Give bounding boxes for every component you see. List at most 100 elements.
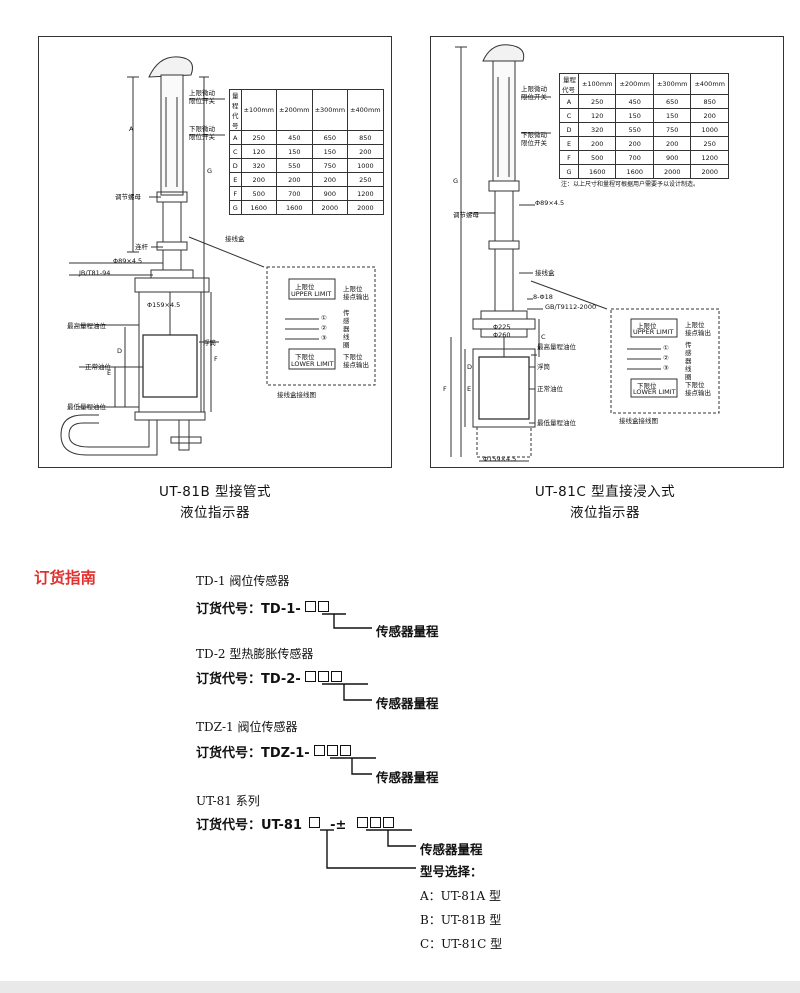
right-caption-line1: UT-81C 型直接浸入式 bbox=[534, 484, 676, 500]
label-dim-f: F bbox=[214, 355, 218, 363]
table-col-header: ±400mm bbox=[690, 73, 729, 95]
left-caption-line1: UT-81B 型接管式 bbox=[159, 484, 271, 500]
label-rod: 连杆 bbox=[135, 243, 148, 251]
wiring-lower-en: LOWER LIMIT bbox=[291, 360, 334, 368]
wiring-n1: ① bbox=[321, 314, 327, 322]
left-diagram-drawing bbox=[60, 56, 376, 456]
label-max-level: 最高量程油位 bbox=[537, 343, 576, 351]
wiring-n2: ② bbox=[663, 354, 669, 362]
tdz1-name: TDZ-1 阀位传感器 bbox=[196, 720, 298, 734]
code-box bbox=[369, 817, 381, 828]
label-dim-c: C bbox=[541, 333, 546, 341]
code-box bbox=[305, 671, 317, 682]
ut81-desc: 传感器量程 bbox=[420, 842, 483, 857]
label-upper-switch: 上限微动 限位开关 bbox=[521, 85, 547, 101]
label-dim-e: E bbox=[467, 385, 472, 393]
table-col-header: ±300mm bbox=[652, 73, 692, 95]
code-box bbox=[356, 817, 368, 828]
wiring-upper-cn: 上限位 bbox=[637, 322, 657, 330]
code-box bbox=[331, 671, 343, 682]
label-normal-level: 正常油位 bbox=[537, 385, 563, 393]
code-box bbox=[327, 745, 339, 756]
label-standard: JB/T81-94 bbox=[79, 269, 111, 277]
label-adjust-nut: 调节螺母 bbox=[115, 193, 141, 201]
code-box bbox=[340, 745, 352, 756]
wiring-upper-en: UPPER LIMIT bbox=[291, 290, 332, 298]
td2-desc: 传感器量程 bbox=[376, 696, 439, 711]
wiring-n3: ③ bbox=[663, 364, 669, 372]
wiring-title: 接线盒接线图 bbox=[619, 417, 658, 425]
label-dim-g: G bbox=[207, 167, 213, 175]
table-col-header: ±100mm bbox=[577, 73, 617, 95]
label-dim-d: D bbox=[467, 363, 473, 371]
td2-code: 订货代号：TD-2- bbox=[196, 668, 344, 687]
wiring-lower-cn: 下限位 bbox=[637, 382, 657, 390]
label-dim-f: F bbox=[443, 385, 447, 393]
code-box bbox=[318, 601, 330, 612]
wiring-lower-en: LOWER LIMIT bbox=[633, 388, 676, 396]
code-box bbox=[308, 817, 320, 828]
right-diagram-drawing bbox=[450, 44, 720, 462]
label-pipe2: Φ159×4.5 bbox=[147, 301, 181, 309]
table-corner-header: 量程 代号 bbox=[229, 89, 242, 131]
right-caption: UT-81C 型直接浸入式 液位指示器 bbox=[500, 482, 710, 524]
right-caption-line2: 液位指示器 bbox=[570, 505, 640, 521]
wiring-coil: 传感器线圈 bbox=[685, 341, 692, 381]
td1-name: TD-1 阀位传感器 bbox=[196, 574, 290, 588]
wiring-upper-en: UPPER LIMIT bbox=[633, 328, 674, 336]
tdz1-desc: 传感器量程 bbox=[376, 770, 439, 785]
table-col-header: ±300mm bbox=[311, 89, 349, 131]
label-junction-box: 接线盒 bbox=[535, 269, 555, 277]
label-normal-level: 正常油位 bbox=[85, 363, 111, 371]
label-min-level: 最低量程油位 bbox=[537, 419, 576, 427]
label-max-level: 最高量程油位 bbox=[67, 322, 106, 330]
code-box bbox=[382, 817, 394, 828]
wiring-lower-cn: 下限位 bbox=[295, 353, 315, 361]
td2-name: TD-2 型热膨胀传感器 bbox=[196, 647, 314, 661]
tdz1-code: 订货代号：TDZ-1- bbox=[196, 742, 353, 761]
ut81-type-title: 型号选择： bbox=[420, 864, 483, 879]
label-upper-switch: 上限微动 限位开关 bbox=[189, 89, 215, 105]
bottom-band bbox=[0, 981, 800, 993]
ut81-option-a: A：UT-81A 型 bbox=[420, 889, 502, 903]
wiring-upper-out: 上限位 接点输出 bbox=[343, 285, 369, 301]
label-pipe2: Φ159×4.5 bbox=[483, 455, 517, 463]
wiring-title: 接线盒接线图 bbox=[277, 391, 316, 399]
code-box bbox=[314, 745, 326, 756]
wiring-n1: ① bbox=[663, 344, 669, 352]
wiring-n2: ② bbox=[321, 324, 327, 332]
label-float: 浮筒 bbox=[203, 339, 216, 347]
table-col-header: ±200mm bbox=[276, 89, 313, 131]
code-box bbox=[318, 671, 330, 682]
label-dim-a: A bbox=[129, 125, 134, 133]
label-lower-switch: 下限微动 限位开关 bbox=[521, 131, 547, 147]
label-pipe: Φ89×4.5 bbox=[113, 257, 143, 265]
wiring-upper-out: 上限位 接点输出 bbox=[685, 321, 711, 337]
label-d225: Φ225 bbox=[493, 323, 511, 331]
label-float: 浮筒 bbox=[537, 363, 550, 371]
ordering-title: 订货指南 bbox=[34, 569, 97, 587]
label-d260: Φ260 bbox=[493, 331, 511, 339]
wiring-lower-out: 下限位 接点输出 bbox=[685, 381, 711, 397]
label-dim-d: D bbox=[117, 347, 123, 355]
table-col-header: ±100mm bbox=[240, 89, 278, 131]
table-note: 注：以上尺寸和量程可根据用户需要予以设计制造。 bbox=[561, 181, 700, 188]
wiring-upper-cn: 上限位 bbox=[295, 283, 315, 291]
label-junction-box: 接线盒 bbox=[225, 235, 245, 243]
td1-desc: 传感器量程 bbox=[376, 624, 439, 639]
ut81-code: 订货代号：UT-81 -± bbox=[196, 814, 396, 833]
label-min-level: 最低量程油位 bbox=[67, 403, 106, 411]
